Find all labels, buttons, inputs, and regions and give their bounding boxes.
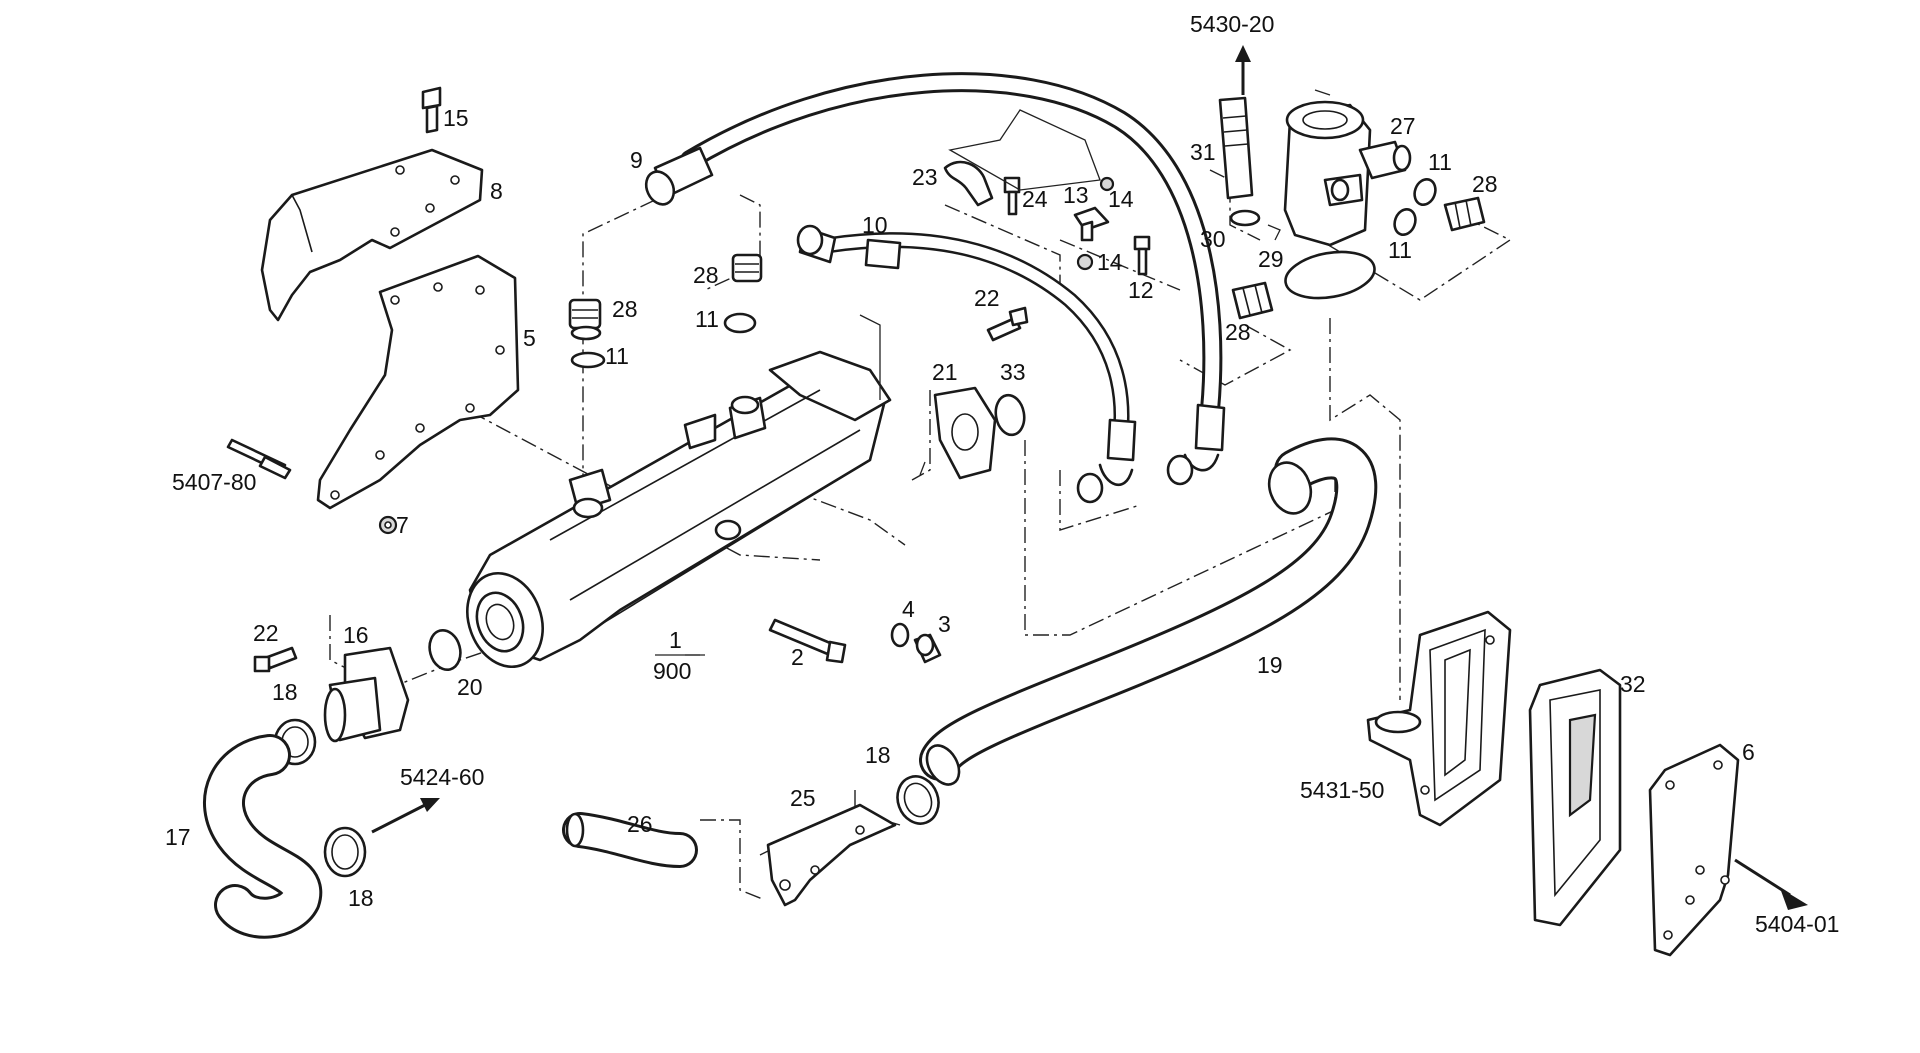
label-33: 33 bbox=[1000, 359, 1026, 385]
label-29: 29 bbox=[1258, 246, 1284, 272]
label-18-b: 18 bbox=[348, 885, 374, 911]
stud-5407-80 bbox=[226, 438, 292, 480]
part-28-fitting-right bbox=[1443, 196, 1486, 232]
label-15: 15 bbox=[443, 105, 469, 131]
part-25-bracket bbox=[766, 803, 897, 907]
part-22-bolt-upper bbox=[986, 306, 1029, 342]
label-26: 26 bbox=[627, 811, 653, 837]
part-6-plate bbox=[1648, 743, 1740, 957]
reference-arrows bbox=[371, 45, 1808, 910]
part-32-plate bbox=[1528, 668, 1622, 927]
label-28-a: 28 bbox=[612, 296, 638, 322]
label-11-a: 11 bbox=[605, 343, 629, 369]
label-28-c: 28 bbox=[1472, 171, 1498, 197]
label-32: 32 bbox=[1620, 671, 1646, 697]
part-19-hose bbox=[919, 437, 1378, 786]
label-25: 25 bbox=[790, 785, 816, 811]
label-1: 1 bbox=[669, 627, 682, 653]
part-18-clamp-middle bbox=[896, 775, 940, 825]
part-11-oring-right-upper bbox=[1413, 178, 1437, 206]
ref-5404-01: 5404-01 bbox=[1755, 911, 1839, 937]
part-5-plate bbox=[316, 254, 520, 510]
label-17: 17 bbox=[165, 824, 191, 850]
label-3: 3 bbox=[938, 611, 951, 637]
label-31: 31 bbox=[1190, 139, 1216, 165]
part-5431-50-housing bbox=[1366, 610, 1512, 827]
part-28-fitting-lower bbox=[1231, 281, 1274, 320]
label-6: 6 bbox=[1742, 739, 1755, 765]
label-22-a: 22 bbox=[974, 285, 1000, 311]
label-13: 13 bbox=[1063, 182, 1089, 208]
label-12: 12 bbox=[1128, 277, 1154, 303]
part-20-gasket bbox=[428, 628, 462, 672]
label-5: 5 bbox=[523, 325, 536, 351]
label-22-b: 22 bbox=[253, 620, 279, 646]
label-28-d: 28 bbox=[1225, 319, 1251, 345]
part-11-oring-center bbox=[723, 312, 757, 334]
label-2: 2 bbox=[791, 644, 804, 670]
label-900: 900 bbox=[653, 658, 691, 684]
part-8-bracket bbox=[260, 148, 484, 322]
part-30-oring bbox=[1229, 209, 1261, 227]
part-13-bracket bbox=[1073, 206, 1110, 242]
part-28-fitting-left bbox=[568, 298, 602, 341]
ref-5431-50: 5431-50 bbox=[1300, 777, 1384, 803]
label-19: 19 bbox=[1257, 652, 1283, 678]
part-9-hose bbox=[644, 72, 1226, 486]
label-21: 21 bbox=[932, 359, 958, 385]
label-20: 20 bbox=[457, 674, 483, 700]
ref-5407-80: 5407-80 bbox=[172, 469, 256, 495]
part-18-clamp-lower-left bbox=[323, 826, 367, 878]
part-14-nut-upper bbox=[1099, 176, 1115, 192]
part-12-bolt bbox=[1133, 235, 1151, 276]
part-3-plug bbox=[913, 633, 942, 664]
part-4-washer bbox=[890, 622, 910, 648]
part-16-flange bbox=[323, 646, 410, 743]
label-23: 23 bbox=[912, 164, 938, 190]
part-26-hose bbox=[562, 812, 698, 868]
part-24-bolt bbox=[1003, 176, 1021, 216]
label-14-b: 14 bbox=[1097, 249, 1123, 275]
part-27-filter-head bbox=[1283, 100, 1412, 247]
part-29-oring bbox=[1284, 250, 1376, 300]
part-31-valve bbox=[1218, 96, 1254, 200]
label-9: 9 bbox=[630, 147, 643, 173]
part-17-hose bbox=[203, 734, 323, 939]
label-28-b: 28 bbox=[693, 262, 719, 288]
part-15-bolt bbox=[421, 86, 442, 134]
part-21-flange bbox=[933, 386, 997, 480]
label-11-c: 11 bbox=[1428, 149, 1452, 175]
label-4: 4 bbox=[902, 596, 915, 622]
part-11-oring-right-lower bbox=[1393, 208, 1417, 236]
label-14-a: 14 bbox=[1108, 186, 1134, 212]
label-7: 7 bbox=[396, 512, 409, 538]
part-2-bolt bbox=[768, 618, 847, 664]
part-33-gasket bbox=[994, 393, 1026, 437]
label-18-c: 18 bbox=[865, 742, 891, 768]
part-7-nut bbox=[378, 515, 398, 535]
part-11-oring-left bbox=[570, 351, 606, 369]
label-18-a: 18 bbox=[272, 679, 298, 705]
label-24: 24 bbox=[1022, 186, 1048, 212]
part-labels: 1 900 2 3 4 5 6 7 8 9 10 11 11 11 11 12 … bbox=[165, 11, 1839, 937]
ref-5424-60: 5424-60 bbox=[400, 764, 484, 790]
part-22-bolt-lower bbox=[253, 646, 298, 673]
label-27: 27 bbox=[1390, 113, 1416, 139]
part-23-clamp bbox=[943, 160, 994, 207]
part-14-nut-lower bbox=[1076, 253, 1094, 271]
part-10-hose bbox=[796, 224, 1137, 504]
label-10: 10 bbox=[862, 212, 888, 238]
part-1-oil-cooler bbox=[466, 350, 892, 669]
part-28-fitting-center bbox=[731, 253, 763, 283]
label-8: 8 bbox=[490, 178, 503, 204]
ref-5430-20: 5430-20 bbox=[1190, 11, 1274, 37]
label-16: 16 bbox=[343, 622, 369, 648]
label-30: 30 bbox=[1200, 226, 1226, 252]
label-11-d: 11 bbox=[1388, 237, 1412, 263]
label-11-b: 11 bbox=[695, 306, 719, 332]
